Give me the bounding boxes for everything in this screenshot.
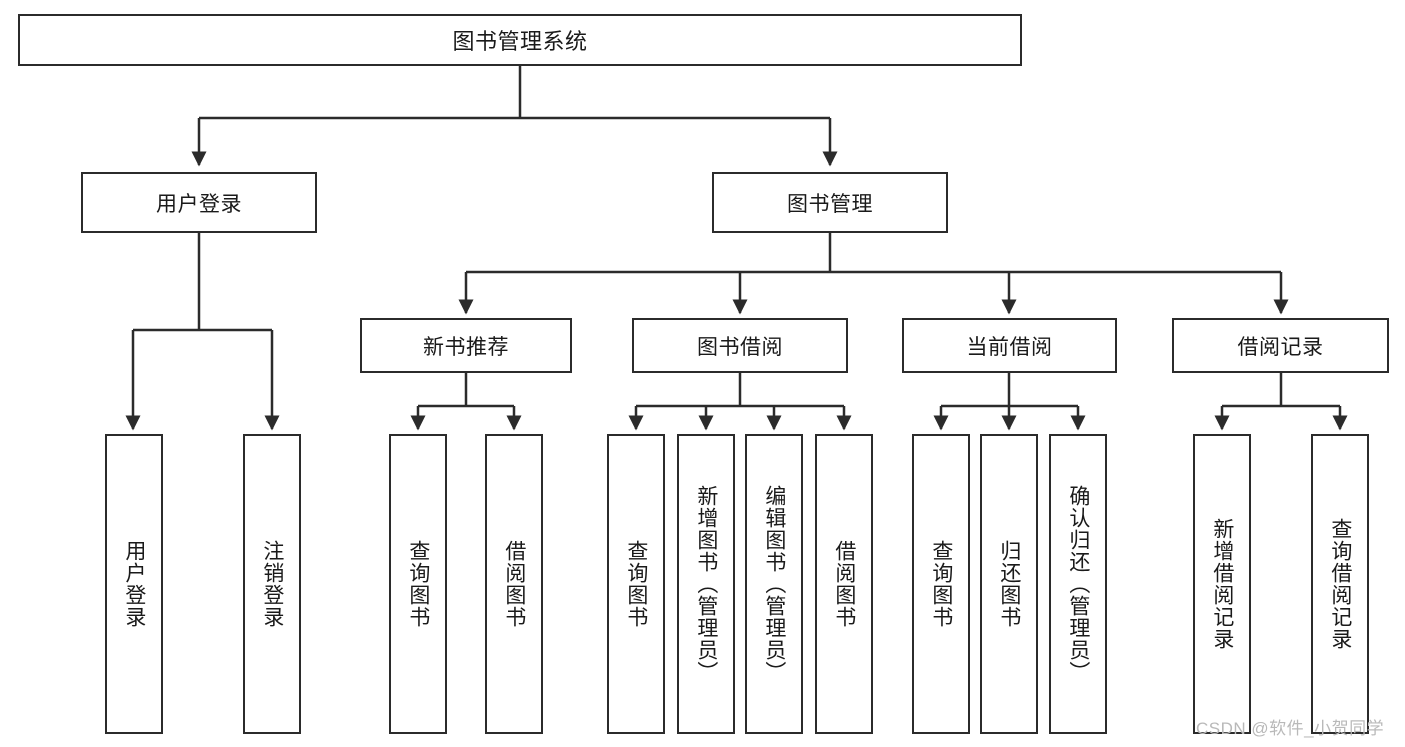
node-book-management-label: 图书管理 [787, 192, 873, 216]
leaf-label: 查询借阅记录 [1328, 518, 1352, 650]
leaf-label: 确认归还（管理员） [1066, 485, 1090, 683]
node-user-login[interactable]: 用户登录 [81, 172, 317, 233]
leaf-label: 用户登录 [122, 540, 146, 628]
leaf-label: 借阅图书 [502, 540, 526, 628]
leaf-new-book-borrow-book[interactable]: 借阅图书 [485, 434, 543, 734]
leaf-borrow-record-add-record[interactable]: 新增借阅记录 [1193, 434, 1251, 734]
leaf-label: 新增借阅记录 [1210, 518, 1234, 650]
node-book-borrow[interactable]: 图书借阅 [632, 318, 848, 373]
leaf-label: 新增图书（管理员） [694, 485, 718, 683]
leaf-label: 查询图书 [929, 540, 953, 628]
node-current-borrow[interactable]: 当前借阅 [902, 318, 1117, 373]
node-book-management[interactable]: 图书管理 [712, 172, 948, 233]
node-borrow-record-label: 借阅记录 [1237, 335, 1324, 359]
leaf-new-book-query-book[interactable]: 查询图书 [389, 434, 447, 734]
leaf-book-borrow-borrow-book[interactable]: 借阅图书 [815, 434, 873, 734]
leaf-current-borrow-confirm-return-admin[interactable]: 确认归还（管理员） [1049, 434, 1107, 734]
node-book-borrow-label: 图书借阅 [697, 335, 783, 359]
leaf-user-login-logout[interactable]: 注销登录 [243, 434, 301, 734]
leaf-user-login-login[interactable]: 用户登录 [105, 434, 163, 734]
leaf-label: 归还图书 [997, 540, 1021, 628]
leaf-book-borrow-edit-book-admin[interactable]: 编辑图书（管理员） [745, 434, 803, 734]
node-new-book-recommend[interactable]: 新书推荐 [360, 318, 572, 373]
leaf-book-borrow-query-book[interactable]: 查询图书 [607, 434, 665, 734]
node-borrow-record[interactable]: 借阅记录 [1172, 318, 1389, 373]
leaf-current-borrow-query-book[interactable]: 查询图书 [912, 434, 970, 734]
node-root-label: 图书管理系统 [452, 29, 588, 54]
node-current-borrow-label: 当前借阅 [966, 335, 1053, 359]
leaf-label: 查询图书 [406, 540, 430, 628]
node-user-login-label: 用户登录 [156, 192, 242, 216]
leaf-book-borrow-add-book-admin[interactable]: 新增图书（管理员） [677, 434, 735, 734]
node-root-book-management-system[interactable]: 图书管理系统 [18, 14, 1022, 66]
leaf-label: 注销登录 [260, 540, 284, 628]
leaf-current-borrow-return-book[interactable]: 归还图书 [980, 434, 1038, 734]
leaf-label: 编辑图书（管理员） [762, 485, 786, 683]
leaf-label: 查询图书 [624, 540, 648, 628]
node-new-book-recommend-label: 新书推荐 [423, 335, 509, 359]
leaf-borrow-record-query-record[interactable]: 查询借阅记录 [1311, 434, 1369, 734]
leaf-label: 借阅图书 [832, 540, 856, 628]
